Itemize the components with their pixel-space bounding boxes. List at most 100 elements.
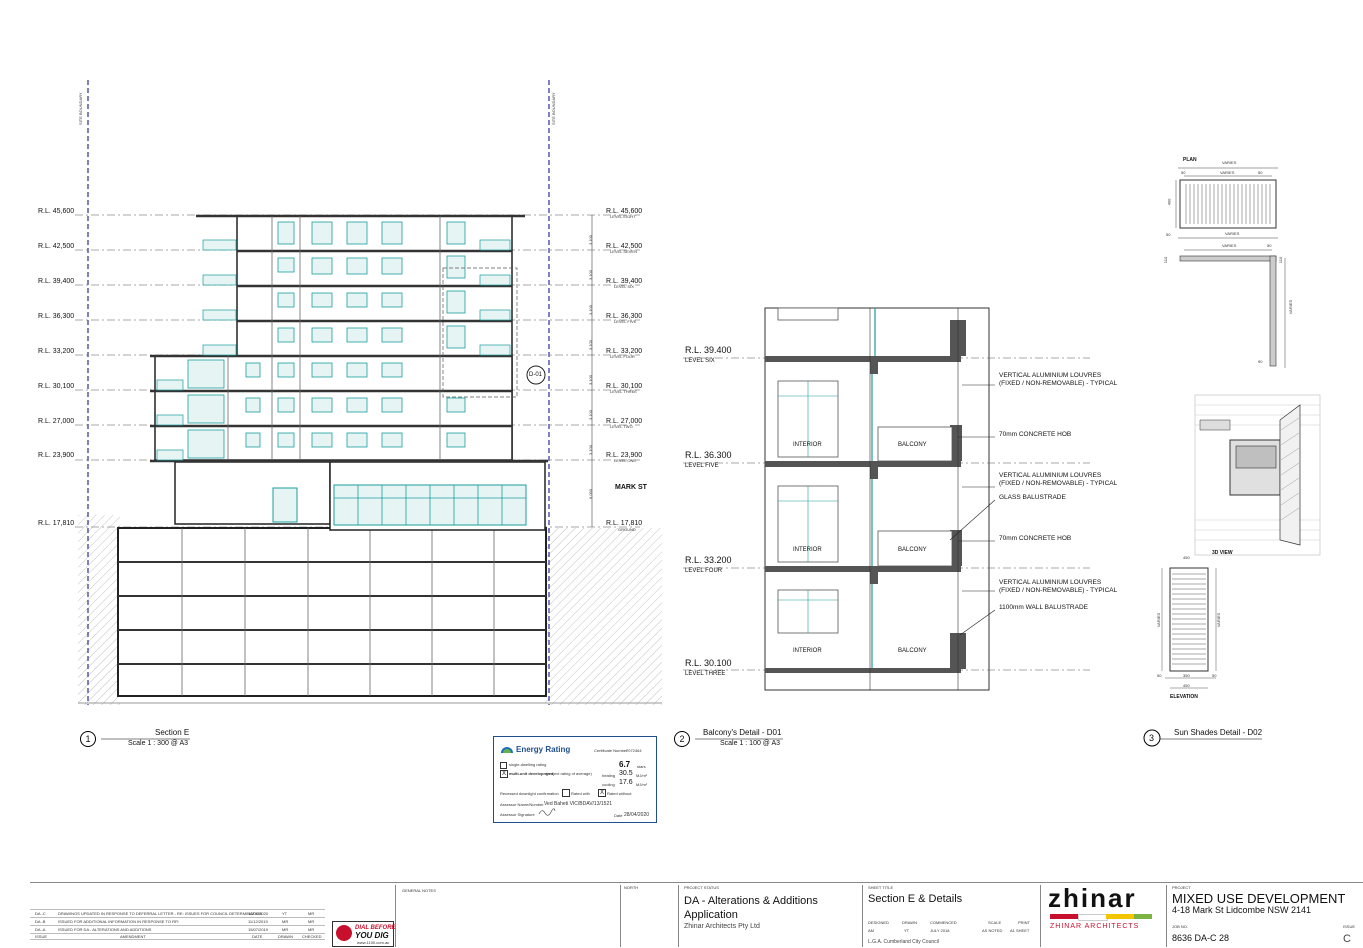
level-label: R.L. 30,100	[38, 383, 75, 390]
assessor-value: Ved Baheti VIC/BDAV/13/1521	[544, 801, 613, 807]
rated-with-checkbox	[562, 789, 570, 797]
cooling-value: 17.6	[619, 779, 633, 786]
revision-checked: MR	[308, 911, 315, 916]
print-value: A1 SHEET	[1010, 928, 1030, 933]
project-status-2: Application	[684, 909, 738, 921]
dimension: 350	[1183, 673, 1190, 678]
rev-header: DATE	[252, 934, 263, 939]
room-label: BALCONY	[898, 442, 927, 448]
level-name: LEVEL FOUR	[610, 354, 635, 359]
project-name: MIXED USE DEVELOPMENT	[1172, 891, 1346, 906]
note: (FIXED / NON-REMOVABLE) - TYPICAL	[999, 587, 1118, 594]
level-name: LEVEL FIVE	[614, 319, 637, 324]
balcony-level-name: LEVEL THREE	[685, 671, 726, 677]
level-rl: R.L. 33,200	[606, 348, 643, 355]
revision-id: DA -A	[35, 927, 46, 932]
dimension: 50	[1212, 673, 1217, 678]
heating-value: 30.5	[619, 770, 633, 777]
title-block: DA -C DRAWINGS UPDATED IN RESPONSE TO DE…	[30, 882, 1363, 948]
sunshade-plan-label: PLAN	[1183, 157, 1197, 163]
dimension: 50	[1157, 673, 1162, 678]
lga: L.G.A. Cumberland City Council	[868, 939, 939, 945]
note: VERTICAL ALUMINIUM LOUVRES	[999, 472, 1102, 479]
note: VERTICAL ALUMINIUM LOUVRES	[999, 372, 1102, 379]
dimension: VARIES	[1156, 612, 1162, 628]
status-label: PROJECT STATUS	[684, 885, 719, 890]
revision-drawn: MR	[282, 919, 289, 924]
sheet-title: Section E & Details	[868, 893, 963, 905]
assessor-label: Assessor Name/Number	[500, 802, 544, 807]
level-label: R.L. 36,300	[38, 313, 75, 320]
dimension: VARIES	[1288, 299, 1294, 315]
dial-text: DIAL BEFORE	[355, 925, 396, 931]
multi-unit-label: multi-unit development	[509, 771, 553, 776]
revision-checked: MR	[308, 927, 315, 932]
balcony-level-rl: R.L. 30.100	[685, 658, 732, 668]
dimension: VARIES	[1220, 170, 1235, 175]
heating-label: heating	[602, 773, 616, 778]
cooling-label: cooling	[602, 782, 615, 787]
firm-name: Zhinar Architects Pty Ltd	[684, 923, 760, 930]
sunshade-elevation-label: ELEVATION	[1170, 694, 1198, 700]
project-label: PROJECT	[1172, 885, 1191, 890]
note: 70mm CONCRETE HOB	[999, 535, 1072, 542]
balcony-level-name: LEVEL FIVE	[685, 463, 719, 469]
drawing-scale: Scale 1 : 300 @ A3	[128, 740, 189, 747]
dimension: 400	[1166, 198, 1172, 206]
room-label: BALCONY	[898, 547, 927, 553]
level-label: R.L. 23,900	[38, 452, 75, 459]
no-dig-icon	[336, 925, 352, 941]
revision-text: ISSUED FOR ADDITIONAL INFORMATION IN RES…	[58, 919, 179, 924]
north-label: NORTH	[624, 885, 639, 890]
single-dwelling-label: single-dwelling rating	[509, 762, 547, 767]
dial-before-you-dig-logo: DIAL BEFORE YOU DIG www.1100.com.au	[332, 921, 396, 947]
callout-d01: D-01	[529, 372, 543, 378]
room-label: INTERIOR	[793, 442, 822, 448]
dial-url: www.1100.com.au	[357, 940, 390, 945]
room-label: INTERIOR	[793, 648, 822, 654]
stars-unit: stars	[637, 764, 646, 769]
revision-checked: MR	[308, 919, 315, 924]
level-name: LEVEL SIX	[614, 284, 634, 289]
revision-text: DRAWINGS UPDATED IN RESPONSE TO DEFERRAL…	[58, 911, 262, 916]
revision-drawn: MR	[282, 927, 289, 932]
dimension: 50	[1267, 243, 1272, 248]
note: (FIXED / NON-REMOVABLE) - TYPICAL	[999, 380, 1118, 387]
drawing-number-1: 1	[80, 731, 96, 747]
sheet-title-label: SHEET TITLE	[868, 885, 894, 890]
balcony-level-rl: R.L. 39.400	[685, 345, 732, 355]
revision-drawn: YT	[282, 911, 288, 916]
logo-bar-yellow	[1106, 914, 1134, 919]
level-name: LEVEL THREE	[610, 389, 637, 394]
dimension: 50	[1166, 232, 1171, 237]
drawing-number-3: 3	[1149, 733, 1155, 743]
cert-number: 7072464	[626, 748, 642, 753]
designed-value: AM	[868, 928, 874, 933]
level-rl: R.L. 17,810	[606, 520, 643, 527]
revision-date: 10/06/2020	[248, 911, 269, 916]
dimension: VARIES	[1216, 612, 1222, 628]
job-label: JOB NO.	[1172, 924, 1189, 929]
level-name: LEVEL ONE	[614, 458, 637, 463]
rev-header: AMENDMENT	[120, 934, 146, 939]
rev-header: CHECKED	[302, 934, 322, 939]
note: (FIXED / NON-REMOVABLE) - TYPICAL	[999, 480, 1118, 487]
level-label: R.L. 45,600	[38, 208, 75, 215]
room-label: BALCONY	[898, 648, 927, 654]
drawn-label: DRAWN	[902, 920, 917, 925]
drawing-scale: Scale 1 : 100 @ A3	[720, 740, 781, 747]
print-label: PRINT	[1018, 920, 1030, 925]
level-rl: R.L. 23,900	[606, 452, 643, 459]
multi-unit-note: (project rating of average)	[546, 771, 592, 776]
note: 70mm CONCRETE HOB	[999, 431, 1072, 438]
stars-value: 6.7	[619, 760, 631, 769]
revision-id: DA -B	[35, 919, 46, 924]
designed-label: DESIGNED	[868, 920, 889, 925]
drawing-number: 8636 DA-C 28	[1172, 933, 1230, 943]
drawn-value: YT	[904, 928, 910, 933]
energy-rating-card: Energy Rating Certificate Number 7072464…	[493, 736, 657, 823]
level-rl: R.L. 45,600	[606, 208, 643, 215]
commenced-label: COMMENCED	[930, 920, 957, 925]
scale-value: AS NOTED	[982, 928, 1003, 933]
